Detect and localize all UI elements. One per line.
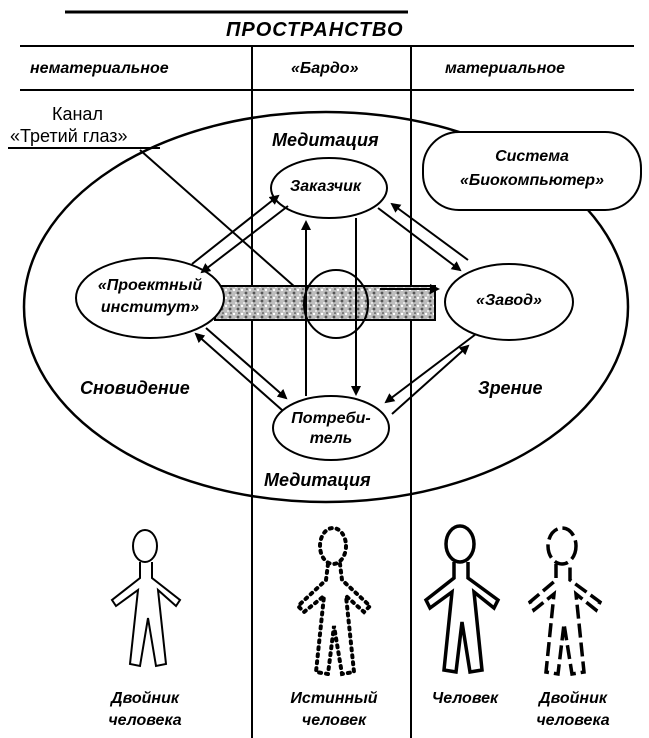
consumer-node <box>273 396 389 460</box>
double-left-caption-1: Двойник <box>90 690 200 708</box>
arrow-customer-factory <box>378 208 460 270</box>
biocomputer-box <box>423 132 641 210</box>
space-title: ПРОСТРАНСТВО <box>226 19 404 42</box>
column-immaterial: нематериальное <box>30 60 169 78</box>
true-human-caption-2: человек <box>274 712 394 730</box>
consumer-label-1: Потреби- <box>271 410 391 428</box>
institute-label-2: институт» <box>90 299 210 317</box>
arrow-factory-customer <box>392 204 468 260</box>
double-right-caption-2: человека <box>518 712 628 730</box>
meditation-top-label: Медитация <box>272 130 379 151</box>
dreaming-label: Сновидение <box>80 378 190 399</box>
arrow-consumer-factory <box>392 346 468 414</box>
factory-label: «Завод» <box>449 292 569 310</box>
figure-true-human <box>298 528 370 674</box>
biocomputer-label-1: Система <box>423 148 641 166</box>
institute-node <box>76 258 224 338</box>
human-caption: Человек <box>420 690 510 708</box>
channel-label-1: Канал <box>52 104 103 125</box>
meditation-bottom-label: Медитация <box>264 470 371 491</box>
third-eye-band <box>215 286 435 320</box>
biocomputer-label-2: «Биокомпьютер» <box>423 172 641 190</box>
consumer-label-2: тель <box>271 430 391 448</box>
channel-label-2: «Третий глаз» <box>10 126 128 147</box>
arrow-consumer-institute <box>196 334 282 410</box>
institute-label-1: «Проектный <box>90 277 210 295</box>
figure-double-left <box>112 530 180 666</box>
true-human-caption-1: Истинный <box>274 690 394 708</box>
arrow-factory-consumer <box>386 334 476 402</box>
arrow-institute-consumer <box>206 328 286 398</box>
double-left-caption-2: человека <box>90 712 200 730</box>
column-bardo: «Бардо» <box>291 60 358 78</box>
double-right-caption-1: Двойник <box>518 690 628 708</box>
figure-human <box>426 526 498 672</box>
customer-label: Заказчик <box>290 178 361 196</box>
vision-label: Зрение <box>478 378 542 399</box>
column-material: материальное <box>445 60 565 78</box>
figure-double-right <box>530 528 600 674</box>
